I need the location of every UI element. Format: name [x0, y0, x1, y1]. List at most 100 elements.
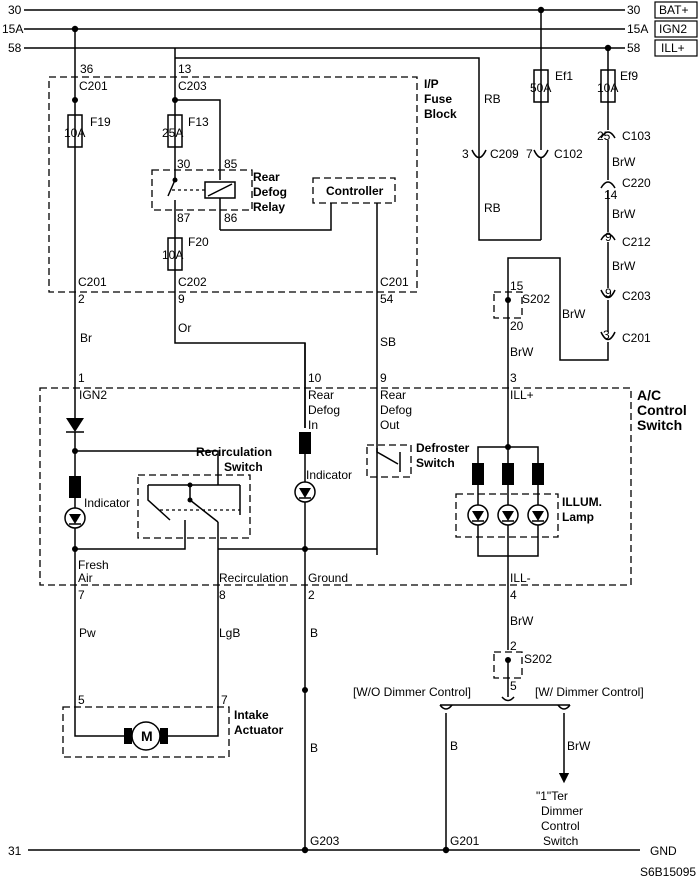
c203-pin: 9 [605, 286, 612, 300]
wire-label-rb-1: RB [484, 92, 501, 106]
wire-label-rb-2: RB [484, 201, 501, 215]
rear-defog-in-3: In [308, 418, 318, 432]
recirculation-label: Recirculation [219, 571, 288, 585]
illum-lamp-icon [497, 504, 519, 526]
ac-pin-8: 8 [219, 588, 226, 602]
wire-label-brw-3: BrW [612, 259, 636, 273]
ac-pin-3: 3 [510, 371, 517, 385]
indicator-left-led-icon [69, 514, 81, 524]
rear-defog-out-3: Out [380, 418, 400, 432]
ign-rail-right-num: 15A [627, 22, 648, 36]
dimmer-label-4: Switch [543, 834, 578, 848]
option-right-icon [557, 704, 571, 710]
g201-label: G201 [450, 834, 480, 848]
wire-label-b-1: B [310, 626, 318, 640]
right-connector-chain: 3 C209 Ef1 50A 7 C102 Ef9 10A 25 C103 14… [462, 10, 651, 463]
recirc-switch-title-2: Switch [224, 460, 263, 474]
wire-motor-right [162, 705, 219, 737]
wire-motor-left [74, 705, 128, 737]
ac-switch-outline [39, 387, 632, 586]
c220-label: C220 [622, 176, 651, 190]
fuse-block-outline [48, 76, 418, 293]
wire-ill-rb [175, 57, 480, 150]
ac-ign2: IGN2 [79, 388, 107, 402]
illum-resistor-icon [472, 463, 484, 485]
illum-lamp-icon [467, 504, 489, 526]
fuse-ef9-label: Ef9 [620, 69, 638, 83]
bat-label-box [654, 1, 698, 19]
pin-36: 36 [80, 62, 94, 76]
c103-label: C103 [622, 129, 651, 143]
c209-label: C209 [490, 147, 519, 161]
g203-label: G203 [310, 834, 340, 848]
wire-label-or: Or [178, 321, 191, 335]
controller-box [312, 177, 396, 204]
wire-label-br: Br [80, 331, 92, 345]
conn-c202: C202 [178, 275, 207, 289]
defroster-title-2: Switch [416, 456, 455, 470]
wire-label-brw-6: BrW [510, 614, 534, 628]
wire-label-brw-1: BrW [612, 155, 636, 169]
indicator-left-label: Indicator [84, 496, 130, 510]
ign-rail-left-num: 15A [2, 22, 23, 36]
fresh-air-2: Air [78, 571, 93, 585]
actuator-title-2: Actuator [234, 723, 284, 737]
fuse-f20-label: F20 [188, 235, 209, 249]
s202-top-pin-b: 20 [510, 319, 524, 333]
relay-outline [151, 169, 253, 211]
conn-c201-left: C201 [78, 275, 107, 289]
illum-resistor-icon [532, 463, 544, 485]
defroster-title-1: Defroster [416, 441, 470, 455]
wire-rb [478, 150, 541, 241]
wire-controller-in [220, 203, 332, 231]
rear-defog-in-1: Rear [308, 388, 334, 402]
illum-title-1: ILLUM. [562, 495, 602, 509]
motor-brush-left [124, 728, 132, 744]
ac-control-switch: A/C Control Switch 1 IGN2 10 Rear Defog … [39, 343, 687, 850]
rear-defog-in-2: Defog [308, 403, 340, 417]
power-rails: 30 30 15A 15A 58 58 BAT+ IGN2 ILL+ [2, 1, 698, 57]
ac-pin-2: 2 [308, 588, 315, 602]
illum-title-2: Lamp [562, 510, 594, 524]
ac-pin-7: 7 [78, 588, 85, 602]
intake-actuator: 5 7 M Intake Actuator [62, 693, 284, 758]
c102-label: C102 [554, 147, 583, 161]
fresh-air-1: Fresh [78, 558, 109, 572]
recirc-contact-a [147, 485, 171, 521]
motor-label: M [141, 728, 153, 744]
w-dimmer-label: [W/ Dimmer Control] [535, 685, 644, 699]
relay-pin-85: 85 [224, 157, 238, 171]
wire-label-lgb: LgB [219, 626, 240, 640]
wire-label-brw-2: BrW [612, 207, 636, 221]
ill-minus-label: ILL- [510, 571, 531, 585]
illum-lamp-box [455, 493, 559, 538]
ill-rail-left-num: 58 [8, 41, 22, 55]
connector-c209-icon [471, 149, 487, 159]
wire-fresh-internal [75, 520, 186, 550]
recirc-switch-box [137, 474, 251, 539]
ill-label: ILL+ [661, 41, 685, 55]
indicator-left-resistor-icon [69, 476, 81, 498]
rear-defog-out-1: Rear [380, 388, 406, 402]
connector-c102-icon [533, 149, 549, 159]
actuator-pin-7: 7 [221, 693, 228, 707]
wire-label-sb: SB [380, 335, 396, 349]
conn-c201-right: C201 [380, 275, 409, 289]
rear-defog-out-2: Defog [380, 403, 412, 417]
conn-c203-top: C203 [178, 79, 207, 93]
connector-c201-icon [600, 331, 616, 341]
ac-pin-4: 4 [510, 588, 517, 602]
s202-pin-b: 5 [510, 679, 517, 693]
fuse-block-title-1: I/P [424, 77, 439, 91]
recirc-switch-title-1: Recirculation [196, 445, 272, 459]
defroster-switch-box [366, 444, 412, 478]
illum-resistor-icon [502, 463, 514, 485]
diode-icon [66, 418, 84, 432]
relay-pin-86: 86 [224, 211, 238, 225]
s202-label: S202 [524, 652, 552, 666]
actuator-box [62, 706, 230, 758]
fuse-block-title-3: Block [424, 107, 457, 121]
pin-2: 2 [78, 292, 85, 306]
ign-label-box [654, 20, 698, 38]
ac-title-3: Switch [637, 417, 682, 433]
